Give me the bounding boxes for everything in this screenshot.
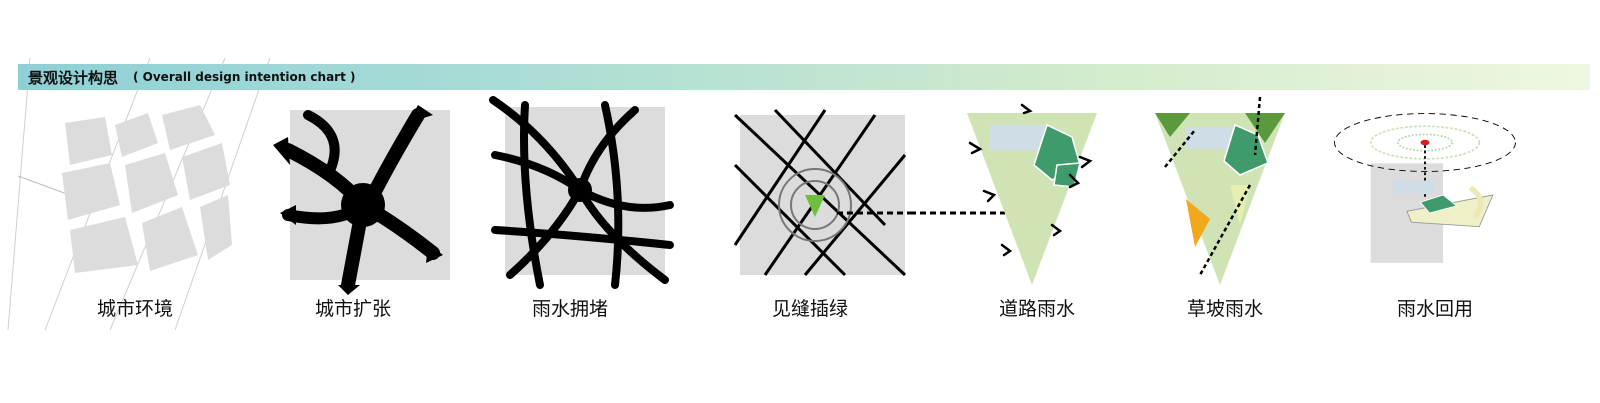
green-infill-map [733,108,910,277]
panel-road-rainwater [962,95,1152,295]
panel-city-expansion [268,95,458,295]
city-environment-map [62,105,232,273]
page-title: 景观设计构思 [28,69,119,87]
panel-rainwater-reuse [1330,95,1520,295]
rainwater-congestion-map [489,96,674,289]
label-slope-rainwater: 草坡雨水 [1186,298,1263,320]
panel-rainwater-congestion [485,95,675,295]
page-subtitle: ( Overall design intention chart ) [133,70,356,84]
panel-slope-rainwater [1150,95,1340,295]
label-city-expansion: 城市扩张 [314,298,391,320]
panel-green-infill [725,95,915,295]
slope-rainwater-plan [1155,96,1285,285]
label-green-infill: 见缝插绿 [771,298,848,320]
label-rainwater-congestion: 雨水拥堵 [531,298,608,320]
road-rainwater-plan [967,103,1097,285]
label-rainwater-reuse: 雨水回用 [1396,298,1473,320]
label-city-environment: 城市环境 [96,298,173,320]
panel-city-environment [50,95,240,295]
label-road-rainwater: 道路雨水 [998,298,1075,320]
header-bar [18,64,1590,90]
rainwater-reuse-diagram [1334,113,1516,263]
city-expansion-map [273,105,450,295]
